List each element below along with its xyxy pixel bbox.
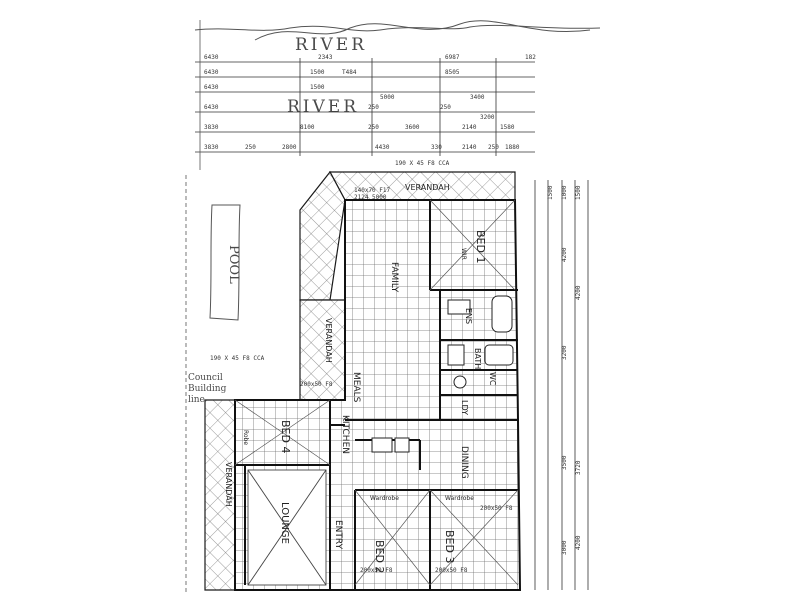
svg-text:8100: 8100 [300, 124, 315, 131]
svg-text:3200: 3200 [480, 114, 495, 121]
member-notes: 140x70 F17 2124 5000 190 X 45 F8 CCA 200… [210, 187, 513, 574]
svg-text:190 X 45 F8 CCA: 190 X 45 F8 CCA [210, 355, 265, 362]
svg-text:250: 250 [440, 104, 451, 111]
svg-text:3830: 3830 [204, 124, 219, 131]
dimension-lines-top [195, 58, 535, 156]
site-boundary-left [185, 20, 201, 595]
dimension-lines-right [534, 180, 589, 590]
kitchen-label: KITCHEN [340, 415, 350, 454]
verandah-bottom-label: VERANDAH [224, 462, 233, 507]
dining-label: DINING [459, 446, 469, 479]
family-label: FAMILY [389, 262, 399, 293]
boundary-note: Council Building line [188, 373, 227, 405]
svg-text:line: line [188, 395, 205, 405]
verandah-left-label: VERANDAH [324, 318, 333, 363]
lounge-label: LOUNGE [279, 502, 290, 544]
svg-text:2343: 2343 [318, 54, 333, 61]
svg-text:250: 250 [368, 124, 379, 131]
svg-text:140x70 F17: 140x70 F17 [354, 187, 391, 194]
svg-text:4430: 4430 [375, 144, 390, 151]
svg-text:1500: 1500 [310, 69, 325, 76]
svg-text:250: 250 [245, 144, 256, 151]
svg-text:1580: 1580 [500, 124, 515, 131]
robe-label: Robe [242, 430, 249, 445]
svg-text:4200: 4200 [575, 535, 582, 550]
svg-text:3400: 3400 [470, 94, 485, 101]
pool-label: POOL [226, 245, 241, 284]
svg-text:1000: 1000 [561, 185, 568, 200]
bed-3-label: BED 3 [443, 530, 456, 563]
wardrobe-label-2: Wardrobe [445, 495, 474, 502]
svg-text:8505: 8505 [445, 69, 460, 76]
bed-2-label: BED 2 [373, 540, 386, 573]
bathroom-fixtures [371, 295, 514, 453]
svg-text:1500: 1500 [575, 185, 582, 200]
river-label-top: RIVER [295, 35, 367, 55]
svg-text:3200: 3200 [561, 345, 568, 360]
dimension-text-right: 1500 1000 1500 4200 4200 3200 3500 3720 … [547, 185, 582, 555]
river-label-middle: RIVER [287, 97, 359, 117]
svg-text:250: 250 [488, 144, 499, 151]
room-labels: VERANDAH VERANDAH VERANDAH BED 1 FAMILY … [224, 183, 497, 573]
svg-text:2140: 2140 [462, 144, 477, 151]
svg-text:4200: 4200 [575, 285, 582, 300]
svg-text:6987: 6987 [445, 54, 460, 61]
wir-label: WIR [460, 248, 467, 260]
svg-text:6430: 6430 [204, 69, 219, 76]
svg-text:6430: 6430 [204, 104, 219, 111]
svg-text:200x50 F8: 200x50 F8 [360, 567, 393, 574]
svg-text:5000: 5000 [380, 94, 395, 101]
svg-text:200x50 F8: 200x50 F8 [435, 567, 468, 574]
river-boundary [194, 20, 601, 41]
svg-text:6430: 6430 [204, 54, 219, 61]
svg-text:200x50 F8: 200x50 F8 [480, 505, 513, 512]
svg-text:2800: 2800 [282, 144, 297, 151]
svg-text:2140: 2140 [462, 124, 477, 131]
svg-text:6430: 6430 [204, 84, 219, 91]
ens-label: ENS [464, 308, 473, 324]
svg-text:3000: 3000 [561, 540, 568, 555]
interior-walls [235, 200, 518, 590]
svg-text:3720: 3720 [575, 460, 582, 475]
svg-text:1500: 1500 [310, 84, 325, 91]
svg-text:250: 250 [368, 104, 379, 111]
svg-text:3600: 3600 [405, 124, 420, 131]
bedroom-diagonals [234, 199, 519, 586]
pool-sketch [209, 204, 241, 321]
wc-label: WC [488, 372, 497, 386]
bed-1-label: BED 1 [474, 230, 487, 263]
meals-label: MEALS [351, 372, 361, 403]
verandah-top-label: VERANDAH [405, 183, 450, 192]
svg-text:1880: 1880 [505, 144, 520, 151]
bed-4-label: BED 4 [279, 420, 292, 453]
svg-text:Council: Council [188, 373, 223, 383]
ldy-label: LDY [460, 400, 469, 415]
svg-text:Building: Building [188, 384, 227, 394]
lounge-detail [247, 469, 327, 586]
svg-text:3830: 3830 [204, 144, 219, 151]
svg-text:182: 182 [525, 54, 536, 61]
svg-text:190 X 45 F8 CCA: 190 X 45 F8 CCA [395, 160, 450, 167]
svg-text:2124 5000: 2124 5000 [354, 194, 387, 201]
svg-text:200x50 F8: 200x50 F8 [300, 381, 333, 388]
svg-text:T484: T484 [342, 69, 357, 76]
svg-text:3500: 3500 [561, 455, 568, 470]
entry-label: ENTRY [333, 520, 343, 550]
dimension-text-top: 6430 2343 6987 182 6430 1500 T484 8505 6… [204, 54, 536, 167]
bath-label: BATH [473, 348, 482, 369]
wardrobe-label-1: Wardrobe [370, 495, 399, 502]
svg-text:330: 330 [431, 144, 442, 151]
svg-text:4200: 4200 [561, 247, 568, 262]
svg-text:1500: 1500 [547, 185, 554, 200]
